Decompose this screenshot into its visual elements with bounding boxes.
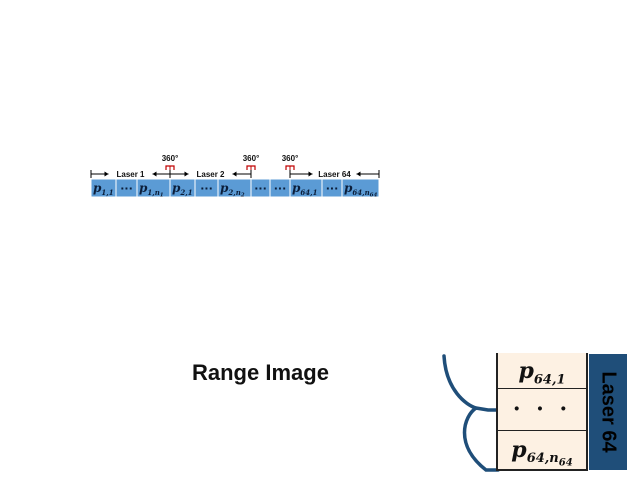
range-cell-p64-1: p64,1 — [498, 353, 586, 389]
range-image-title: Range Image — [192, 360, 329, 385]
marker-label: 360° — [243, 154, 260, 163]
strip-cell: ··· — [115, 178, 138, 198]
marker-label: 360° — [162, 154, 179, 163]
svg-text:···: ··· — [254, 182, 267, 195]
laser-span-label: Laser 2 — [196, 170, 225, 179]
svg-text:p2,n2: p2,n2 — [220, 181, 245, 199]
svg-text:p1,1: p1,1 — [93, 181, 114, 197]
range-cell-p64-n64: p64,n64 — [511, 437, 573, 469]
svg-text:···: ··· — [326, 182, 339, 195]
laser-span: Laser 64 — [289, 170, 380, 179]
laser-span: Laser 2 — [169, 170, 252, 179]
svg-text:p2,1: p2,1 — [172, 181, 193, 197]
scan-strip-diagram: 360° 360° 360° Laser 1 Laser 2 Laser 64 p1,1… — [90, 154, 380, 199]
strip-cell: p2,1 — [169, 178, 196, 198]
point-cells: p1,1 ··· p1,n1 p2,1 ··· p2,n2 ··· ··· p64,1 ··· p6… — [90, 178, 380, 199]
range-cell-ellipsis: · · · — [498, 389, 586, 431]
laser-spans: Laser 1 Laser 2 Laser 64 — [90, 170, 380, 179]
brace-shape — [442, 354, 500, 472]
svg-text:···: ··· — [120, 182, 133, 195]
svg-text:p1,n1: p1,n1 — [139, 181, 164, 199]
laser-64-label-bar: Laser 64 — [589, 354, 627, 470]
strip-cell: ··· — [321, 178, 343, 198]
range-column-cells: p64,1 · · · p64,n64 — [496, 353, 588, 471]
strip-cell: ··· — [269, 178, 291, 198]
strip-cell: p1,n1 — [136, 178, 171, 199]
strip-cell: p64,1 — [289, 178, 323, 198]
range-image-column: p64,1 · · · p64,n64 Laser 64 — [436, 350, 631, 475]
marker-label: 360° — [282, 154, 299, 163]
laser-span: Laser 1 — [90, 170, 171, 179]
svg-text:···: ··· — [200, 182, 213, 195]
laser-span-label: Laser 1 — [116, 170, 145, 179]
svg-text:p64,n64: p64,n64 — [344, 181, 377, 199]
strip-cell: ··· — [250, 178, 271, 198]
laser-span-label: Laser 64 — [318, 170, 351, 179]
strip-cell: p2,n2 — [217, 178, 252, 199]
svg-text:p64,1: p64,1 — [292, 181, 317, 197]
strip-cell: p64,n64 — [341, 178, 380, 199]
strip-cell: p1,1 — [90, 178, 117, 198]
laser-64-label: Laser 64 — [597, 371, 620, 453]
svg-text:···: ··· — [274, 182, 287, 195]
strip-cell: ··· — [194, 178, 219, 198]
